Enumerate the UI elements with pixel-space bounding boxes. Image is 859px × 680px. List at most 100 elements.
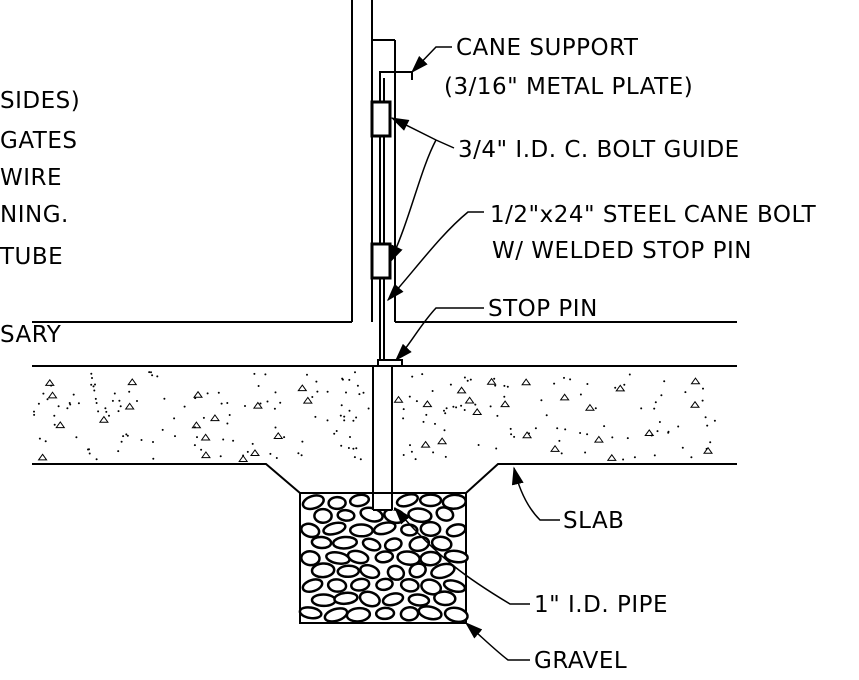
slab-speckle <box>174 435 176 438</box>
slab-speckle <box>432 451 435 454</box>
cane-bolt <box>370 78 392 362</box>
gravel-stone <box>399 577 420 593</box>
slab-speckle <box>677 425 680 428</box>
slab-speckle <box>455 406 458 409</box>
gravel-stone <box>420 578 443 596</box>
slab-speckle <box>355 416 358 419</box>
pipe-label: 1" I.D. PIPE <box>534 592 668 618</box>
slab-speckle <box>402 408 405 411</box>
slab-speckle <box>534 427 537 430</box>
slab-speckle <box>152 457 155 460</box>
bolt-guide-label: 3/4" I.D. C. BOLT GUIDE <box>458 137 740 163</box>
cane-support-label: CANE SUPPORT <box>456 35 639 61</box>
slab-speckle <box>494 384 497 387</box>
slab-speckle <box>569 378 572 381</box>
slab-speckle <box>445 407 448 410</box>
slab-speckle <box>493 377 496 380</box>
slab-speckle <box>44 440 47 443</box>
gravel-stone <box>336 564 361 579</box>
slab-speckle <box>706 424 709 427</box>
slab-speckle <box>333 432 336 435</box>
slab-aggregate <box>393 395 404 403</box>
gravel-stone <box>300 550 321 567</box>
slab-speckle <box>228 414 231 416</box>
slab-speckle <box>279 401 282 404</box>
gravel-stone <box>327 495 347 511</box>
slab-speckle <box>506 385 509 388</box>
slab-speckle <box>163 397 166 400</box>
slab-speckle <box>347 447 350 449</box>
gravel-stone <box>323 607 349 623</box>
slab-speckle <box>119 405 122 408</box>
slab-speckle <box>603 425 606 428</box>
slab-speckle <box>367 407 370 410</box>
slab-speckle <box>93 389 96 392</box>
slab-speckle <box>148 371 151 374</box>
slab-aggregate <box>297 384 308 392</box>
slab-speckle <box>690 456 693 459</box>
slab-speckle <box>510 433 513 436</box>
gravel-stone <box>361 537 382 552</box>
slab-speckle <box>628 373 631 376</box>
slab-speckle <box>422 420 425 423</box>
slab-speckle <box>335 430 338 432</box>
slab-speckle <box>90 372 93 375</box>
slab-aggregate <box>238 455 249 462</box>
slab-speckle <box>443 429 446 432</box>
slab-aggregate <box>690 377 701 385</box>
slab-speckle <box>444 412 447 415</box>
gravel-stone <box>358 590 381 608</box>
slab-aggregate <box>472 408 483 416</box>
gravel-stone <box>350 577 371 592</box>
slab-speckle <box>452 405 455 408</box>
gravel-label: GRAVEL <box>534 648 627 674</box>
slab-speckle <box>409 444 411 447</box>
slab-speckle <box>200 448 203 451</box>
gravel-stone <box>443 549 469 564</box>
slab-speckle <box>658 421 661 423</box>
slab-speckle <box>33 413 36 416</box>
slab-speckle <box>431 390 434 392</box>
slab-aggregate <box>703 446 713 454</box>
slab-speckle <box>340 404 343 407</box>
slab-speckle <box>660 394 663 397</box>
slab-aggregate <box>37 453 48 461</box>
left-note-5: TUBE <box>0 244 63 270</box>
slab-speckle <box>353 456 356 459</box>
slab-speckle <box>352 419 355 422</box>
slab-speckle <box>316 390 319 393</box>
slab-speckle <box>339 414 342 417</box>
slab-speckle <box>434 422 436 425</box>
slab-speckle <box>259 402 262 405</box>
slab-aggregate <box>584 403 595 411</box>
slab-speckle <box>72 393 75 396</box>
slab-aggregate <box>191 421 202 429</box>
gravel-stone <box>418 493 443 508</box>
slab-speckle <box>246 450 249 453</box>
gravel-stone <box>346 549 370 565</box>
slab-speckle <box>156 375 159 378</box>
slab-speckle <box>579 432 582 434</box>
slab-speckle <box>359 458 362 461</box>
slab-speckle <box>354 371 356 374</box>
slab-speckle <box>341 378 344 381</box>
slab-aggregate <box>521 378 532 386</box>
gravel-stone <box>419 520 442 537</box>
slab-speckle <box>202 416 205 419</box>
gravel-stone <box>322 521 347 536</box>
gravel-stone <box>313 507 333 524</box>
gravel-stone <box>348 493 371 508</box>
slab-speckle <box>667 431 670 434</box>
slab-aggregate <box>593 435 604 443</box>
slab-speckle <box>66 407 69 410</box>
slab-speckle <box>173 417 176 420</box>
slab-speckle <box>297 452 300 455</box>
slab-speckle <box>663 380 666 383</box>
cane-bolt-stop-pin-label: W/ WELDED STOP PIN <box>492 238 752 264</box>
slab-aggregate <box>200 451 211 459</box>
gravel-stone <box>326 578 348 593</box>
gravel-stone <box>445 523 467 538</box>
slab-speckle <box>38 437 41 440</box>
slab-speckle <box>586 433 589 436</box>
slab-speckle <box>104 407 107 410</box>
